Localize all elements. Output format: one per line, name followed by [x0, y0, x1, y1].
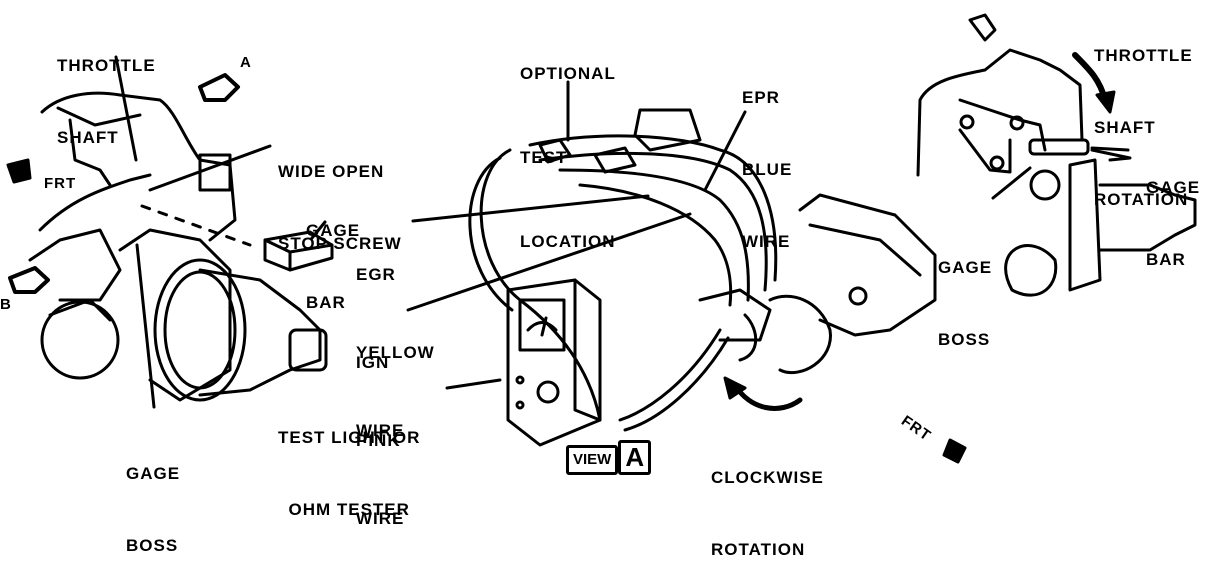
- right-gage-bar: [1028, 138, 1090, 156]
- left-gage-bar-block: [263, 230, 334, 272]
- label-throttle-shaft: THROTTLE SHAFT: [57, 56, 156, 147]
- view-a-tag: VIEW A: [566, 440, 652, 475]
- front-marker-left: FRT: [44, 175, 77, 192]
- label-gage-boss-right: GAGE BOSS: [938, 258, 993, 349]
- center-tps-housing: [698, 193, 937, 375]
- diagram-artwork: [6, 13, 1197, 464]
- view-b-arrow-label: B: [0, 296, 12, 313]
- center-ohm-tester: [506, 278, 602, 447]
- center-rotation-arrow: [723, 376, 803, 411]
- right-leader-lines: [991, 146, 1130, 200]
- left-leader-lines: [114, 55, 327, 409]
- label-gage-bar-left: GAGE BAR: [306, 221, 361, 312]
- view-tag-letter: A: [618, 440, 652, 475]
- label-gage-boss-left: GAGE BOSS: [126, 464, 181, 555]
- label-wide-open-stop-screw: WIDE OPEN STOP SCREW: [278, 162, 402, 253]
- view-a-arrow-label: A: [240, 54, 252, 71]
- label-optional-test-location: OPTIONAL TEST LOCATION: [520, 64, 616, 251]
- right-body: [1004, 148, 1197, 297]
- left-arrows: [6, 73, 240, 294]
- left-dashpot: [40, 298, 120, 380]
- label-egr-yellow-wire: EGR YELLOW WIRE: [356, 265, 435, 440]
- label-gage-bar-right: GAGE BAR: [1146, 178, 1201, 269]
- label-test-light-ohm-tester: TEST LIGHT OR OHM TESTER: [278, 428, 421, 519]
- label-epr-blue-wire: EPR BLUE WIRE: [742, 88, 793, 251]
- view-tag-word: VIEW: [566, 445, 619, 475]
- right-throttle-lever: [916, 13, 1084, 177]
- left-throttle-bore: [153, 258, 328, 402]
- label-throttle-shaft-rotation: THROTTLE SHAFT ROTATION: [1094, 46, 1193, 209]
- right-rotation-arrow: [1072, 52, 1116, 114]
- center-front-marker: [942, 438, 967, 464]
- label-clockwise-rotation: CLOCKWISE ROTATION: [711, 468, 824, 559]
